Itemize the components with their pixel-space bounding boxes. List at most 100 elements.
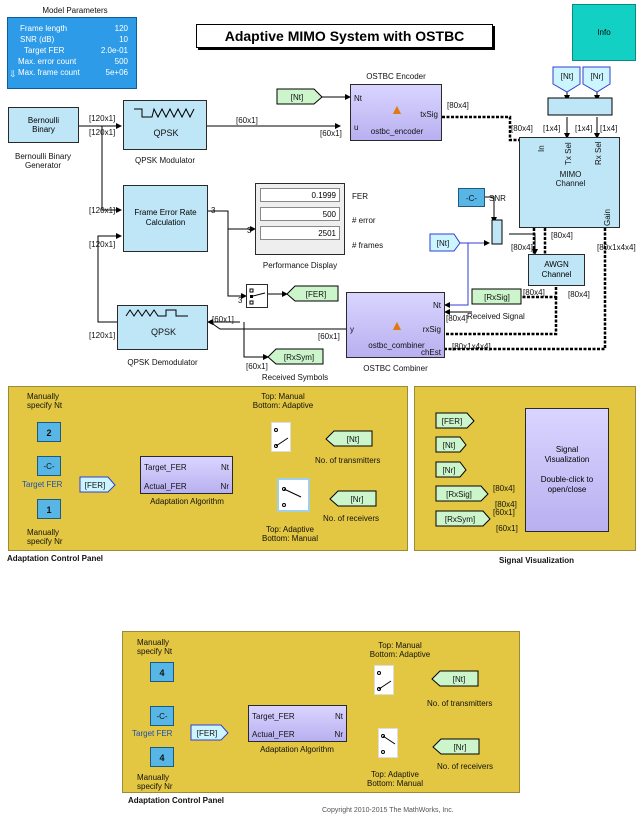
acp2-fer-from-label: [FER] (196, 729, 218, 738)
nt-from-label: [Nt] (290, 93, 304, 102)
param-label: SNR (dB) (20, 35, 55, 44)
sigvis-nr-from[interactable] (435, 461, 467, 478)
acp1-switch-2[interactable] (277, 478, 310, 512)
sigvis-rxsym-from[interactable] (435, 510, 491, 527)
received-symbols-label: Received Symbols (261, 373, 329, 382)
signal-visualization-block[interactable]: Signal Visualization Double-click to ope… (525, 408, 609, 532)
sigvis-fer-from[interactable] (435, 412, 475, 429)
qpsk-mod-caption: QPSK Modulator (134, 156, 196, 165)
acp1-fer-from-label: [FER] (84, 481, 106, 490)
performance-display[interactable]: 0.1999 500 2501 (255, 183, 345, 255)
signal-size: [80x4] (495, 500, 517, 509)
snr-label: SNR (489, 194, 506, 203)
sigvis-nt-from[interactable] (435, 436, 467, 453)
nt-from-tag[interactable] (276, 88, 323, 105)
acp2-nt-goto-label: [Nt] (452, 675, 466, 684)
acp1-fer-from[interactable] (79, 476, 116, 493)
qpsk-demod-caption: QPSK Demodulator (127, 358, 198, 367)
signal-size: [80x1x4x4] (452, 342, 491, 351)
param-label: Max. error count (18, 57, 77, 66)
fer-calc-block[interactable]: Frame Error Rate Calculation (123, 185, 208, 252)
arrow-down-icon: ⇩ (9, 69, 17, 79)
acp1-nt-goto[interactable] (325, 430, 373, 447)
signal-size: [1x4] (600, 124, 618, 133)
qpsk-modulator-block[interactable]: QPSK (123, 100, 207, 150)
acp1-adaptation-algorithm-block[interactable]: Target_FER Actual_FER Nt Nr (140, 456, 233, 494)
ostbc-encoder-block[interactable]: Nt u txSig ▲ ostbc_encoder (350, 84, 442, 141)
acp2-nr-constant[interactable]: 4 (150, 747, 174, 767)
acp1-switch2-caption: Top: Adaptive Bottom: Manual (261, 525, 319, 543)
acp2-adaptation-algorithm-block[interactable]: Target_FER Actual_FER Nt Nr (248, 705, 347, 742)
param-value: 5e+06 (105, 68, 128, 77)
acp2-target-fer-label: Target FER (132, 729, 173, 738)
nt-from-tag-top[interactable] (552, 66, 581, 93)
acp2-nt-constant[interactable]: 4 (150, 662, 174, 682)
acp2-switch-1[interactable] (374, 665, 394, 695)
qpsk-demodulator-block[interactable]: QPSK (117, 305, 208, 350)
param-value: 500 (114, 57, 128, 66)
mimo-label: MIMO Channel (555, 170, 586, 188)
acp1-algo-caption: Adaptation Algorithm (150, 497, 224, 506)
mimo-channel-block[interactable]: In Tx Sel Rx Sel MIMO Channel Gain (519, 137, 620, 228)
combiner-name: ostbc_combiner (368, 341, 425, 350)
fer-goto-tag[interactable] (286, 285, 339, 302)
acp1-nt-goto-label: [Nt] (346, 435, 360, 444)
acp2-switch-2[interactable] (378, 728, 398, 758)
encoder-port-out: txSig (420, 110, 438, 119)
bernoulli-block[interactable]: Bernoulli Binary (8, 107, 79, 143)
matlab-logo-icon: ▲ (390, 101, 404, 117)
signal-size: [80x4] (447, 101, 469, 110)
ostbc-combiner-block[interactable]: Nt y rxSig chEst ▲ ostbc_combiner (346, 292, 445, 358)
info-block[interactable]: Info (572, 4, 636, 61)
combiner-port-ch: chEst (420, 348, 441, 357)
signal-size: [60x1] (246, 362, 268, 371)
acp1-switch-1[interactable] (271, 422, 291, 452)
param-label: Frame length (20, 24, 68, 33)
acp2-caption: Adaptation Control Panel (128, 796, 224, 805)
switch-icon (274, 428, 289, 448)
signal-size: [120x1] (89, 331, 116, 340)
signal-size: [60x1] (236, 116, 258, 125)
display-port: 3 (247, 226, 252, 235)
acp2-nr-goto-label: [Nr] (453, 743, 467, 752)
algo-port-target: Target_FER (144, 463, 187, 472)
display-frames-value: 2501 (260, 226, 340, 240)
acp2-target-fer-constant[interactable]: -C- (150, 706, 174, 726)
signal-size: [120x1] (89, 114, 116, 123)
copyright-text: Copyright 2010-2015 The MathWorks, Inc. (322, 807, 454, 814)
rxsig-goto-label: [RxSig] (484, 293, 510, 302)
signal-size: [60x1] (493, 508, 515, 517)
algo-port-actual: Actual_FER (252, 730, 295, 739)
encoder-name: ostbc_encoder (370, 127, 424, 136)
selector-block[interactable] (246, 284, 268, 308)
acp2-nt-goto[interactable] (431, 670, 479, 687)
display-label-frames: # frames (352, 241, 384, 250)
acp2-rx-caption: No. of receivers (437, 762, 494, 771)
acp1-nr-constant[interactable]: 1 (37, 499, 61, 519)
model-params-block[interactable]: Frame length 120 SNR (dB) 10 Target FER … (7, 17, 137, 89)
acp1-nr-goto[interactable] (329, 490, 377, 507)
qpsk-demod-waveform-icon (125, 309, 188, 317)
sigvis-rxsig-label: [RxSig] (446, 490, 472, 499)
sigvis-caption: Signal Visualization (499, 556, 574, 565)
nr-from-tag-top[interactable] (582, 66, 611, 93)
signal-size: [60x1] (318, 332, 340, 341)
rxsig-goto-tag[interactable] (471, 288, 522, 305)
rxsym-goto-tag[interactable] (267, 348, 324, 365)
acp2-fer-from[interactable] (190, 724, 229, 741)
acp2-switch1-caption: Top: Manual Bottom: Adaptive (369, 641, 431, 659)
nt-tag-top-label: [Nt] (560, 72, 574, 81)
display-error-value: 500 (260, 207, 340, 221)
awgn-channel-block[interactable]: AWGN Channel (528, 254, 585, 286)
nt-from-tag-blue[interactable] (429, 233, 461, 252)
signal-size: [120x1] (89, 206, 116, 215)
acp1-target-fer-constant[interactable]: -C- (37, 456, 61, 476)
acp2-nr-goto[interactable] (432, 738, 480, 755)
sigvis-rxsig-from[interactable] (435, 485, 489, 502)
acp1-nt-constant[interactable]: 2 (37, 422, 61, 442)
snr-constant[interactable]: -C- (458, 188, 485, 207)
signal-size: [1x4] (543, 124, 561, 133)
sigvis-fer-label: [FER] (441, 417, 463, 426)
received-signal-label: Received Signal (467, 312, 525, 321)
algo-port-nt: Nt (335, 712, 343, 721)
